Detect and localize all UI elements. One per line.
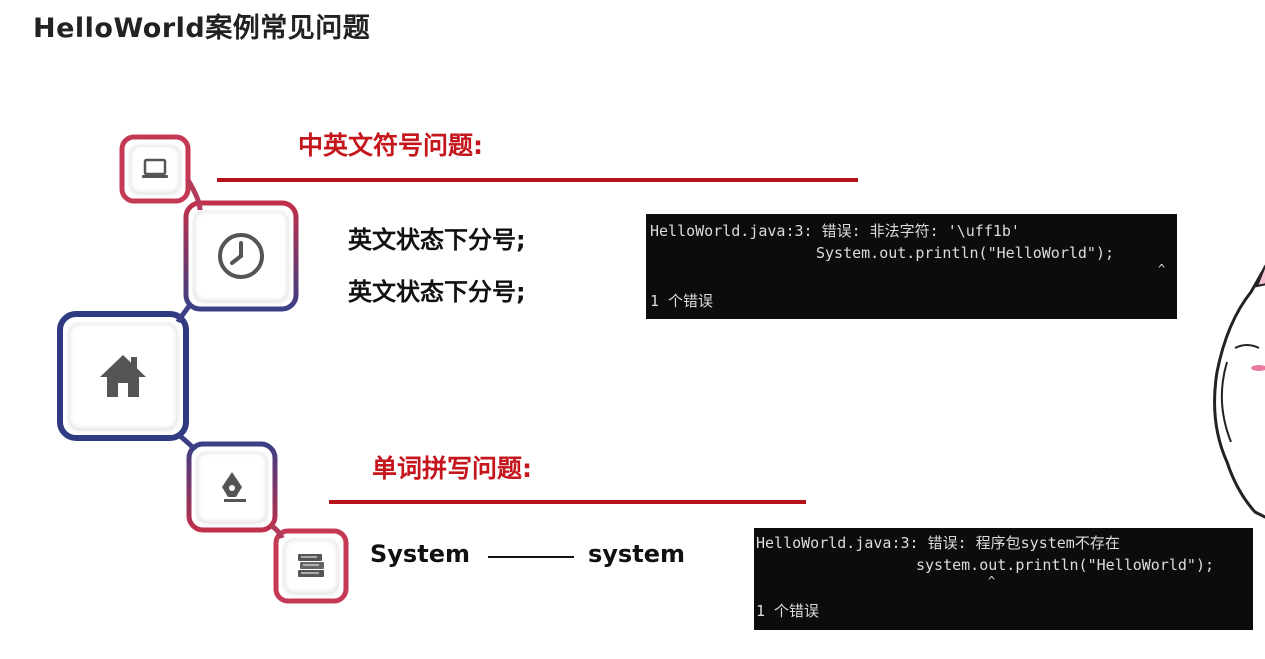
console-line-1: HelloWorld.java:3: 错误: 程序包system不存在 xyxy=(756,534,1120,552)
spelling-divider xyxy=(329,500,806,504)
cat-illustration xyxy=(1213,264,1265,519)
punctuation-heading: 中英文符号问题: xyxy=(298,131,483,160)
punctuation-row-2: 英文状态下分号; xyxy=(348,278,526,306)
comparison-dash xyxy=(488,556,574,558)
books-icon xyxy=(298,554,324,577)
laptop-tile xyxy=(130,145,180,193)
console-line-2: system.out.println("HelloWorld"); xyxy=(916,556,1215,574)
wrong-word: system xyxy=(588,540,685,568)
punctuation-divider xyxy=(217,178,858,182)
error-caret: ^ xyxy=(1158,262,1166,276)
clock-icon xyxy=(218,233,264,279)
laptop-icon xyxy=(142,158,168,178)
home-tile xyxy=(69,323,177,429)
spelling-console: HelloWorld.java:3: 错误: 程序包system不存在 syst… xyxy=(754,528,1253,630)
home-icon xyxy=(100,355,146,397)
pen-icon xyxy=(222,472,246,502)
spelling-heading: 单词拼写问题: xyxy=(372,454,532,483)
timeline-connector xyxy=(57,134,349,604)
console-line-1: HelloWorld.java:3: 错误: 非法字符: '\uff1b' xyxy=(650,222,1020,240)
books-tile xyxy=(284,539,338,593)
console-line-3: 1 个错误 xyxy=(756,602,820,620)
console-line-3: 1 个错误 xyxy=(650,292,714,310)
clock-tile xyxy=(194,211,288,301)
correct-word: System xyxy=(370,540,470,568)
error-caret: ^ xyxy=(988,574,996,588)
punctuation-console: HelloWorld.java:3: 错误: 非法字符: '\uff1b' Sy… xyxy=(646,214,1177,319)
console-line-2: System.out.println("HelloWorld"); xyxy=(816,244,1115,262)
page-title: HelloWorld案例常见问题 xyxy=(33,13,371,44)
punctuation-row-1: 英文状态下分号; xyxy=(348,226,526,254)
pen-tile xyxy=(197,452,267,522)
